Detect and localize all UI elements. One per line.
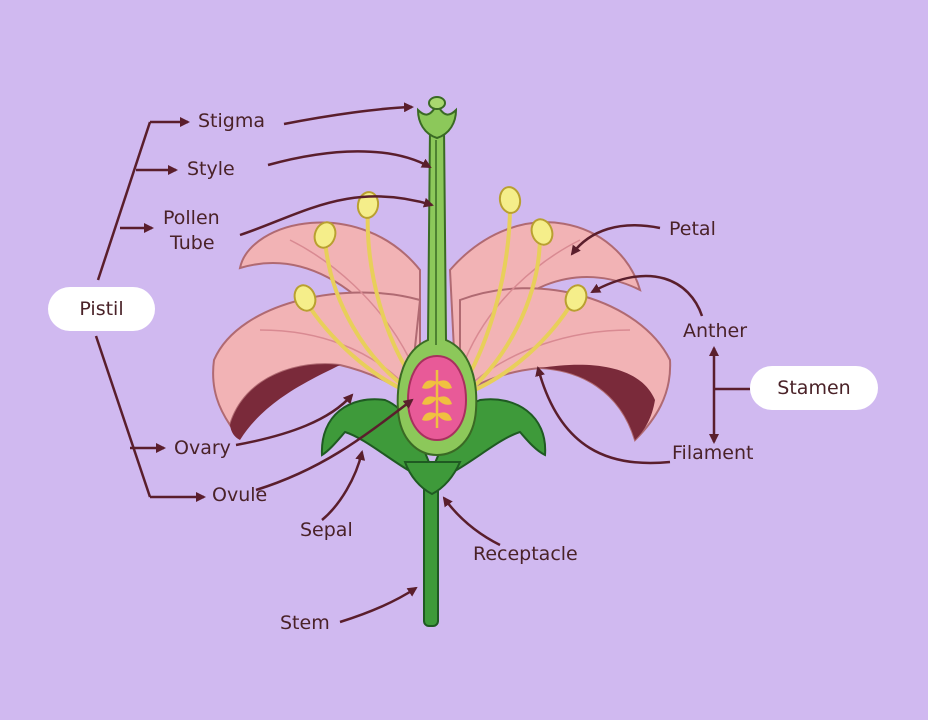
stigma-label: Stigma	[198, 110, 266, 132]
pistil-shape	[396, 96, 478, 457]
receptacle-label: Receptacle	[473, 543, 578, 565]
sepal-label: Sepal	[300, 519, 353, 541]
anther-label: Anther	[683, 320, 748, 342]
pistil-group-label: Pistil	[48, 287, 155, 331]
petals	[212, 221, 672, 442]
stamens	[293, 186, 588, 394]
stem-label: Stem	[280, 612, 330, 634]
stem-shape	[423, 477, 439, 627]
ovule-label: Ovule	[212, 484, 268, 506]
pistil-bracket	[94, 117, 206, 502]
ovary-label: Ovary	[174, 437, 231, 459]
filament-label: Filament	[672, 442, 754, 464]
stamen-bracket	[709, 346, 750, 444]
pollen-tube-label-line2: Tube	[170, 232, 215, 254]
style-label: Style	[187, 158, 235, 180]
stamen-group-label: Stamen	[750, 366, 878, 410]
petal-label: Petal	[669, 218, 716, 240]
pointer-arrows	[235, 102, 704, 624]
pollen-tube-label-line1: Pollen	[163, 207, 220, 229]
